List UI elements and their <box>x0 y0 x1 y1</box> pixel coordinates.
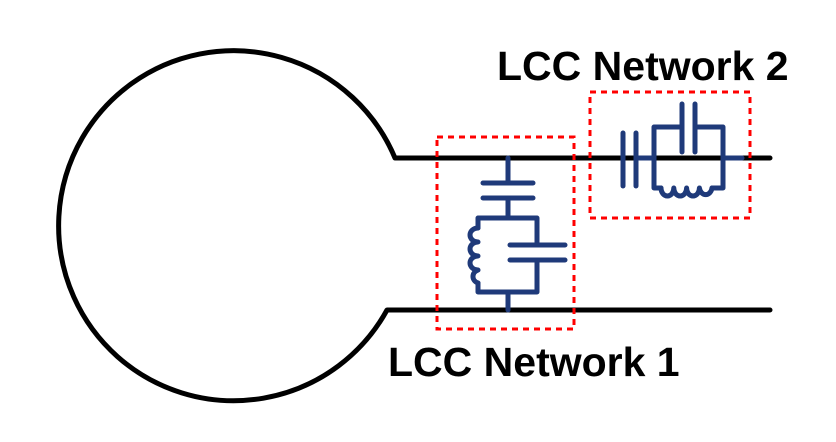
network-2-highlight-box <box>588 90 752 220</box>
loop-antenna <box>56 48 773 404</box>
network-2-parallel-capacitor <box>679 101 698 155</box>
network-1-parallel-capacitor <box>507 242 568 263</box>
network-1-parallel-frame <box>475 215 540 295</box>
lcc-network-2 <box>588 90 752 220</box>
network-2-inductor <box>658 185 715 199</box>
network-2-label: LCC Network 2 <box>497 43 789 89</box>
lcc-network-1 <box>435 135 576 331</box>
network-1-label: LCC Network 1 <box>388 339 680 385</box>
network-1-inductor <box>467 225 481 286</box>
network-1-highlight-box <box>435 135 576 331</box>
